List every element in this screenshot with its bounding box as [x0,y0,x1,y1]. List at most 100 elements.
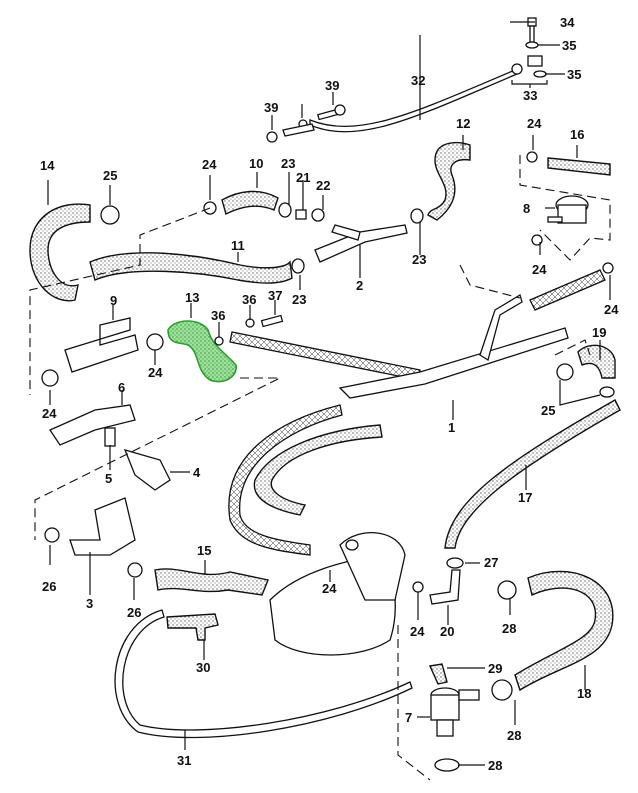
callout-18[interactable]: 18 [577,686,591,701]
callout-37[interactable]: 37 [268,288,282,303]
callout-32[interactable]: 32 [411,73,425,88]
callout-28-b[interactable]: 28 [507,728,521,743]
callout-39-a[interactable]: 39 [264,100,278,115]
part-1-branch [479,294,523,362]
callout-23-top[interactable]: 23 [281,156,295,171]
callout-29[interactable]: 29 [488,661,502,676]
clamp-25-mid [146,333,164,351]
clamp-23-top [278,202,292,218]
part-13-hose-highlighted[interactable] [167,320,237,383]
clamp-25-left [41,369,59,387]
clamp-23-mid [291,258,305,274]
part-4-valve [123,449,171,491]
part-1-pipe [338,327,569,399]
callout-19[interactable]: 19 [592,325,606,340]
callout-36-b[interactable]: 36 [242,292,256,307]
part-33-banjo [527,55,543,67]
clamp-23-right [410,208,424,224]
callout-12[interactable]: 12 [456,116,470,131]
callout-31[interactable]: 31 [177,753,191,768]
callout-24-right-c[interactable]: 24 [604,302,619,317]
part-39-washer-a [266,131,278,143]
clamp-24-boot-b [412,581,424,593]
clamp-28-c [434,758,460,772]
hose-clamps [41,151,615,772]
clamp-25-right-b [599,386,615,398]
clamp-28-a [497,580,517,600]
part-12-hose [427,142,471,221]
callout-2[interactable]: 2 [356,278,363,293]
callout-24-top-right[interactable]: 24 [527,116,542,131]
clamp-26-a [44,527,60,543]
callout-7[interactable]: 7 [405,710,412,725]
callout-25-left[interactable]: 24 [42,406,57,421]
callout-25-right[interactable]: 25 [541,403,555,418]
part-16-hose [547,157,611,176]
clamp-27 [446,557,464,569]
callout-6[interactable]: 6 [118,380,125,395]
callout-22[interactable]: 22 [316,178,330,193]
callout-16[interactable]: 16 [570,127,584,142]
callout-24-right-b[interactable]: 24 [532,262,547,277]
callout-33[interactable]: 33 [523,88,537,103]
callout-10[interactable]: 10 [249,156,263,171]
callout-24-boot[interactable]: 24 [322,581,337,596]
callout-35-lower[interactable]: 35 [567,67,581,82]
part-35-washer-upper [525,41,539,49]
part-7-valve [430,687,480,737]
callout-23-right[interactable]: 23 [412,252,426,267]
leader-lines [47,21,611,766]
part-19-hose [577,344,616,379]
callout-4[interactable]: 4 [193,465,201,480]
callout-25-mid[interactable]: 24 [148,365,163,380]
callout-26-a[interactable]: 26 [42,579,56,594]
callout-34[interactable]: 34 [560,15,575,30]
clamp-24-right-c [602,262,614,274]
callout-24-top[interactable]: 24 [202,157,217,172]
clamp-28-b [491,679,513,701]
callout-3[interactable]: 3 [86,596,93,611]
part-37-bolt [260,314,284,328]
part-39-banjo-pipe [282,123,315,137]
callout-11[interactable]: 11 [231,238,245,253]
callout-17[interactable]: 17 [518,490,532,505]
part-10-hose [221,190,279,216]
part-35-washer-lower [533,70,547,78]
part-6-bracket [49,404,136,446]
callout-23-mid[interactable]: 23 [292,292,306,307]
callout-labels: 34 35 35 33 32 39 39 12 24 16 14 25 24 1… [40,15,619,773]
callout-24-boot-b[interactable]: 24 [410,624,425,639]
callout-5[interactable]: 5 [105,471,112,486]
clamp-25-top [100,205,120,225]
callout-36-a[interactable]: 36 [211,308,225,323]
callout-15[interactable]: 15 [197,543,211,558]
intake-boot [269,532,406,656]
part-29-elbow [428,663,448,685]
callout-21[interactable]: 21 [296,170,310,185]
callout-30[interactable]: 30 [196,660,210,675]
part-2-branch [331,224,361,241]
part-8-valve [547,195,589,224]
callout-25-top[interactable]: 25 [103,168,117,183]
part-18-hose [514,570,614,692]
callout-28-a[interactable]: 28 [502,621,516,636]
callout-28-c[interactable]: 28 [488,758,502,773]
braided-line-upper [229,331,421,381]
callout-38[interactable]: 39 [325,78,339,93]
callout-26-b[interactable]: 26 [127,605,141,620]
clamp-24-right-a [526,151,538,163]
callout-27[interactable]: 27 [484,555,498,570]
hose-s-curve [253,424,383,516]
part-11-hose [89,252,293,284]
braided-line-right [529,269,606,311]
callout-8[interactable]: 8 [523,201,530,216]
part-36-washer-b [245,318,255,328]
dashed-assembly-lines [29,155,611,781]
callout-14[interactable]: 14 [40,158,55,173]
callout-1[interactable]: 1 [448,420,455,435]
callout-20[interactable]: 20 [440,624,454,639]
callout-35-upper[interactable]: 35 [562,38,576,53]
callout-13[interactable]: 13 [185,290,199,305]
callout-9[interactable]: 9 [110,293,117,308]
